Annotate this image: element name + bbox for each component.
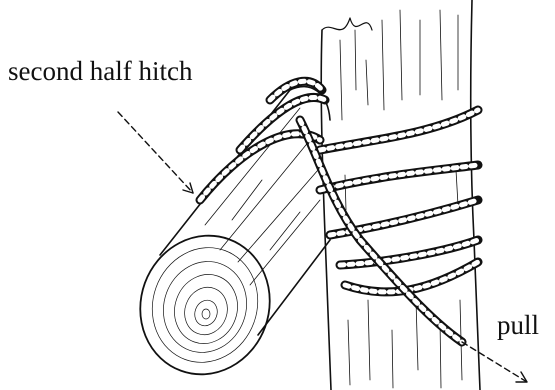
label-second-half-hitch: second half hitch <box>8 56 192 87</box>
log-end-grain <box>121 217 289 390</box>
arrow-pull <box>462 342 527 382</box>
rope-wraps-pole-strands <box>320 110 478 292</box>
vertical-pole <box>321 0 480 390</box>
label-pull: pull <box>497 310 539 341</box>
arrow-second-half-hitch <box>118 112 193 193</box>
